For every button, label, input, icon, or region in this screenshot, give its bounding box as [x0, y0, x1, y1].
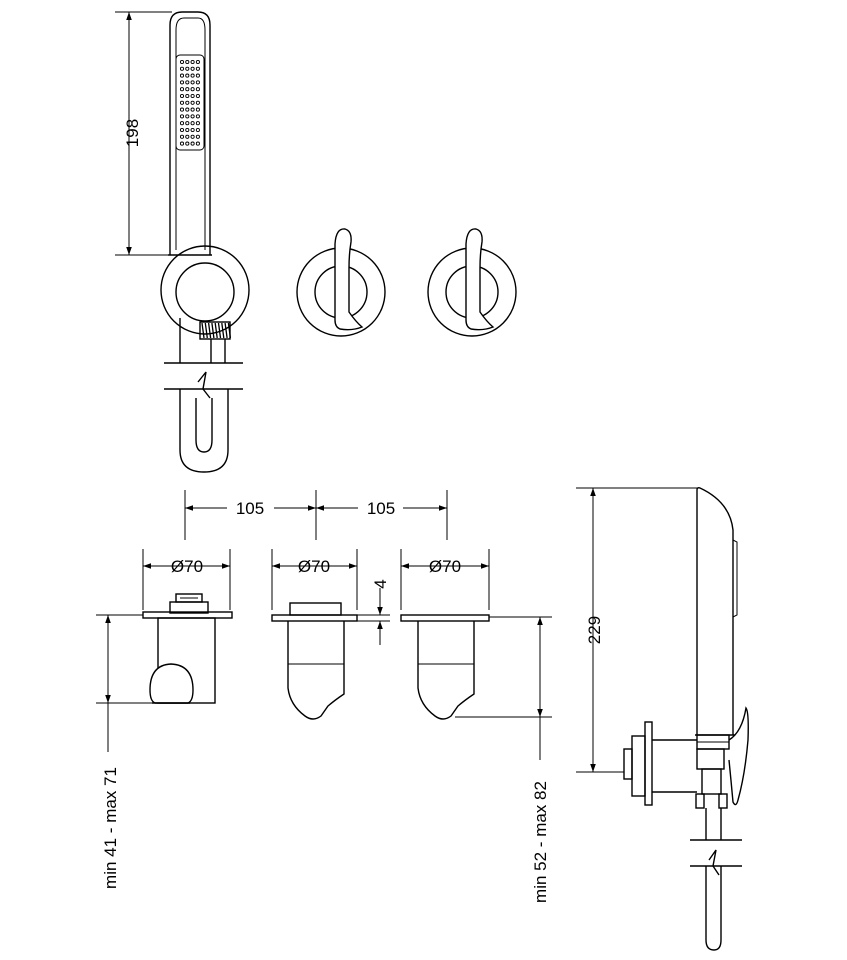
- spray-nozzle: [190, 59, 195, 65]
- spray-nozzle: [185, 100, 190, 105]
- spacing-left-label: 105: [236, 499, 264, 518]
- spray-nozzle: [190, 114, 195, 119]
- spray-nozzle: [185, 114, 190, 119]
- dimension-handshower-length: 198: [115, 11, 172, 256]
- diameter-right-label: Ø70: [429, 557, 461, 576]
- dimension-229-label: 229: [585, 616, 604, 644]
- rosette-thickness-label: 4: [371, 579, 390, 588]
- spray-nozzle: [195, 127, 200, 133]
- side-hand-shower: [695, 487, 749, 806]
- front-handle-right: [427, 228, 517, 337]
- spray-nozzle: [190, 80, 195, 85]
- thread-line: [217, 322, 222, 339]
- spray-nozzle: [190, 93, 195, 99]
- dimension-rosette-thickness: 4: [357, 579, 390, 645]
- spray-nozzle: [185, 73, 190, 78]
- spray-nozzle: [185, 87, 190, 92]
- spray-nozzle: [195, 80, 200, 85]
- diameter-middle-label: Ø70: [298, 557, 330, 576]
- spray-nozzle: [179, 66, 185, 71]
- spray-nozzle: [185, 59, 190, 65]
- thread-line: [221, 322, 225, 339]
- side-body-middle: [271, 602, 358, 720]
- dimension-198-label: 198: [123, 119, 142, 147]
- thread-line: [207, 322, 212, 339]
- spray-nozzle: [179, 87, 185, 92]
- thread-line: [224, 322, 228, 339]
- spray-nozzle: [195, 121, 200, 126]
- side-hose: [690, 849, 742, 951]
- spray-nozzle: [195, 134, 200, 139]
- spray-nozzle: [195, 87, 200, 92]
- spray-nozzle: [195, 100, 200, 105]
- depth-right-label: min 52 - max 82: [531, 781, 550, 903]
- spray-nozzle: [190, 121, 195, 126]
- spray-nozzle: [185, 93, 190, 99]
- spray-nozzle: [179, 127, 185, 133]
- spray-nozzle: [185, 127, 190, 133]
- thread-line: [214, 322, 218, 339]
- spray-nozzle: [179, 59, 185, 65]
- spray-nozzle: [179, 100, 185, 105]
- thread-line: [204, 322, 208, 339]
- spray-nozzle: [190, 107, 195, 112]
- front-hose: [164, 371, 243, 473]
- spray-nozzle: [190, 127, 195, 133]
- side-body-left: [142, 593, 233, 704]
- side-wall-bracket: [623, 721, 742, 841]
- spray-nozzle: [179, 141, 185, 146]
- spray-nozzle: [179, 73, 185, 78]
- spray-nozzle: [190, 134, 195, 139]
- front-hand-shower: [168, 11, 212, 256]
- spray-nozzle: [190, 141, 195, 146]
- spray-nozzle: [179, 80, 185, 85]
- dimension-spacing: 105 105: [184, 490, 448, 540]
- spray-nozzle: [185, 107, 190, 112]
- spray-nozzle: [179, 134, 185, 139]
- dimension-depth-right: min 52 - max 82: [455, 616, 552, 903]
- spray-nozzle: [195, 107, 200, 112]
- front-wall-bracket: [160, 245, 250, 364]
- spray-nozzle: [185, 141, 190, 146]
- dimension-depth-left: min 41 - max 71: [96, 614, 158, 889]
- depth-left-label: min 41 - max 71: [101, 767, 120, 889]
- dimension-handshower-side-length: 229: [576, 487, 697, 773]
- spray-nozzle: [179, 121, 185, 126]
- thread-line: [211, 322, 215, 339]
- spray-nozzle: [179, 114, 185, 119]
- diameter-left-label: Ø70: [171, 557, 203, 576]
- side-body-right: [400, 614, 490, 720]
- spray-nozzle: [195, 73, 200, 78]
- spray-nozzle: [179, 107, 185, 112]
- spray-nozzle: [185, 66, 190, 71]
- spray-nozzle: [190, 73, 195, 78]
- spray-nozzle: [195, 66, 200, 71]
- spray-nozzle: [190, 100, 195, 105]
- spray-nozzle: [195, 141, 200, 146]
- spray-nozzle: [190, 87, 195, 92]
- thread-line: [227, 322, 232, 339]
- spray-nozzle: [195, 114, 200, 119]
- spray-nozzle: [185, 121, 190, 126]
- front-handle-middle: [296, 228, 386, 337]
- spray-nozzle: [190, 66, 195, 71]
- spray-nozzle: [195, 93, 200, 99]
- spray-nozzle: [185, 134, 190, 139]
- spray-nozzle: [185, 80, 190, 85]
- dimension-diameters: Ø70 Ø70 Ø70: [142, 549, 490, 610]
- spray-nozzle: [195, 59, 200, 65]
- spacing-right-label: 105: [367, 499, 395, 518]
- hose-connector-thread: [201, 322, 232, 339]
- spray-nozzle: [179, 93, 185, 99]
- spray-nozzles: [179, 59, 200, 146]
- thread-line: [201, 322, 205, 339]
